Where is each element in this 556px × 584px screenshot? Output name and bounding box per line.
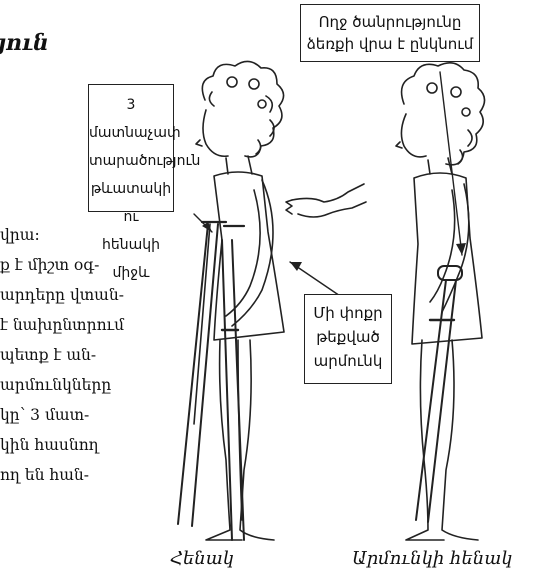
body-line: ող են հան- [0, 466, 89, 484]
caption-crutch: Հենակ [170, 548, 234, 569]
body-line: է նախընտրում [0, 316, 124, 334]
callout-arrows [194, 72, 462, 300]
body-line: ք է միշտ օգ- [0, 256, 99, 274]
crutch-drawing [178, 222, 244, 540]
callout-line: 3 մատնաչափ [89, 91, 173, 147]
body-line: կը՝ 3 մատ- [0, 406, 89, 424]
girl-with-crutch-figure [196, 61, 284, 540]
body-line: պետք է ան- [0, 346, 96, 364]
callout-weight-on-hands: Ողջ ծանրությունը ձեռքի վրա է ընկնում [300, 4, 480, 62]
callout-line: հենակի միջև [89, 231, 173, 287]
section-heading: յուն [0, 30, 49, 56]
body-line: արմունկները [0, 376, 111, 394]
body-line: կին հասնող [0, 436, 99, 454]
callout-line: ձեռքի վրա է ընկնում [301, 33, 479, 55]
callout-line: Ողջ ծանրությունը [301, 11, 479, 33]
callout-bent-elbow: Մի փոքր թեքված արմունկ [304, 294, 392, 384]
elbow-crutch-drawing [416, 266, 462, 522]
caption-elbow-crutch: Արմունկի հենակ [352, 548, 513, 569]
callout-line: արմունկ [305, 349, 391, 373]
body-line: վրա: [0, 226, 40, 244]
callout-line: թեքված [305, 325, 391, 349]
girl-with-elbow-crutch-figure [396, 63, 485, 540]
pointing-hand-drawing [286, 184, 366, 217]
callout-line: տարածություն [89, 147, 173, 175]
callout-three-finger-space: 3 մատնաչափ տարածություն թևատակի ու հենակ… [88, 84, 174, 212]
callout-line: Մի փոքր [305, 301, 391, 325]
callout-line: թևատակի ու [89, 175, 173, 231]
body-line: արդերը վտան- [0, 286, 124, 304]
